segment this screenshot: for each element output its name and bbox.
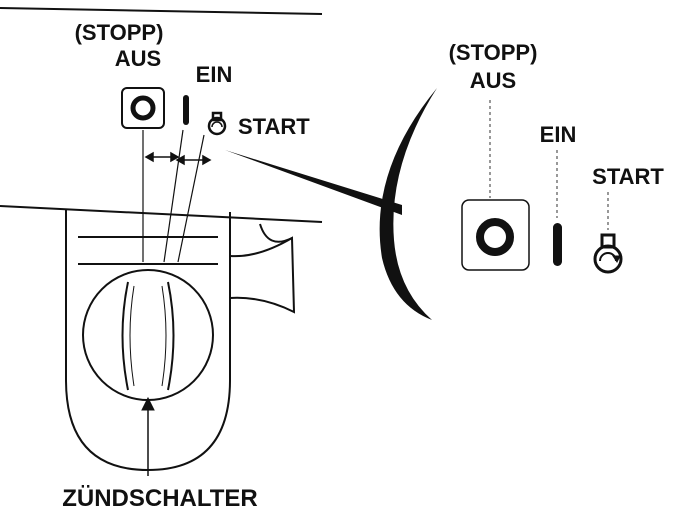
magnifier-pointer	[225, 150, 402, 215]
left-aus-symbol	[121, 87, 165, 129]
left-stopp-label: (STOPP)	[75, 20, 164, 45]
switch-housing	[65, 210, 296, 472]
right-aus-label: AUS	[470, 68, 516, 93]
power-off-icon	[476, 218, 514, 256]
right-stopp-label: (STOPP)	[449, 40, 538, 65]
rotation-arrows	[144, 151, 212, 166]
right-ein-bar-icon	[553, 223, 562, 266]
right-start-label: START	[592, 164, 664, 189]
left-ein-label: EIN	[196, 62, 233, 87]
right-aus-symbol	[461, 199, 530, 271]
dashboard-outline	[0, 7, 323, 223]
left-ein-bar-icon	[183, 95, 189, 125]
right-start-engine-icon	[593, 233, 623, 274]
left-start-engine-icon	[207, 111, 227, 136]
right-leader-lines	[489, 100, 609, 230]
magnifier-lens-arc	[379, 88, 437, 320]
zuendschalter-label: ZÜNDSCHALTER	[62, 485, 258, 512]
left-start-label: START	[238, 114, 310, 139]
power-off-icon	[130, 95, 156, 121]
key-position-lines	[142, 129, 205, 263]
right-ein-label: EIN	[540, 122, 577, 147]
zuendschalter-callout-arrow	[141, 396, 155, 476]
left-aus-label: AUS	[115, 46, 161, 71]
